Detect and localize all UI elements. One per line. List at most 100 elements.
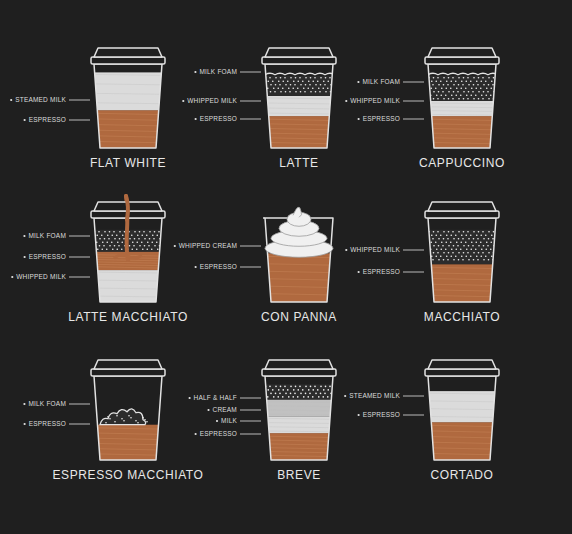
foam-layer — [422, 76, 502, 101]
chalk-hatch — [263, 133, 335, 135]
foam-dot — [315, 84, 317, 86]
chalk-hatch — [263, 294, 335, 296]
foam-dot — [435, 241, 437, 243]
foam-dot — [295, 91, 297, 93]
foam-dot — [119, 231, 121, 233]
layer-label: MILK FOAM — [28, 400, 66, 408]
chalk-hatch — [426, 278, 498, 280]
chalk-hatch — [426, 425, 498, 427]
foam-dot — [482, 252, 484, 254]
foam-dot — [147, 241, 149, 243]
foam-dot — [285, 84, 287, 86]
foam-dot — [325, 91, 327, 93]
foam-dot — [453, 84, 455, 86]
cup-contents — [259, 384, 339, 460]
foam-dot — [458, 252, 460, 254]
foam-dot — [465, 255, 467, 257]
chalk-hatch — [426, 142, 498, 144]
drink-name: LATTE — [215, 156, 383, 170]
chalk-hatch — [263, 103, 335, 104]
foam-dot — [154, 245, 156, 247]
foam-dot — [322, 396, 324, 398]
foam-dot — [470, 248, 472, 250]
lid-top — [428, 360, 496, 369]
foam-dot — [455, 248, 457, 250]
foam-dot — [156, 241, 158, 243]
foam-dot — [468, 259, 470, 261]
foam-dot — [134, 231, 136, 233]
foam-dot — [451, 94, 453, 96]
foam-dot — [446, 234, 448, 236]
foam-dot — [300, 91, 302, 93]
foam-dot — [468, 91, 470, 93]
chalk-hatch — [426, 416, 498, 417]
foam-layer — [259, 76, 339, 96]
chalk-hatch — [92, 438, 164, 440]
chalk-hatch — [92, 113, 164, 115]
foam-dot — [109, 418, 111, 420]
chalk-hatch — [263, 286, 335, 288]
foam-dot — [117, 241, 119, 243]
layer-label: ESPRESSO — [200, 115, 237, 123]
foam-dot — [292, 87, 294, 89]
foam-dot — [297, 389, 299, 391]
leader-line — [240, 119, 261, 120]
foam-dot — [325, 386, 327, 388]
foam-dot — [325, 77, 327, 79]
label-bullet — [207, 409, 209, 411]
lid-top — [428, 202, 496, 211]
foam-dot — [144, 238, 146, 240]
foam-dot — [106, 241, 108, 243]
foam-dot — [446, 80, 448, 82]
foam-dot — [157, 248, 159, 250]
foam-dot — [458, 259, 460, 261]
chalk-hatch — [426, 133, 498, 135]
chalk-hatch — [92, 272, 164, 273]
foam-dot — [450, 241, 452, 243]
foam-dot — [308, 389, 310, 391]
cup-outline — [94, 64, 162, 148]
foam-dot — [465, 87, 467, 89]
foam-dot — [443, 259, 445, 261]
foam-dot — [483, 259, 485, 261]
foam-dot — [480, 255, 482, 257]
cup-outline — [94, 376, 162, 460]
lid-rim — [425, 57, 499, 64]
layer-label: WHIPPED MILK — [187, 97, 237, 105]
leader-line — [403, 82, 424, 83]
foam-dot — [99, 238, 101, 240]
label-bullet — [23, 403, 25, 405]
label-bullet — [358, 118, 360, 120]
foam-dot — [436, 94, 438, 96]
foam-dot — [136, 248, 138, 250]
foam-dot — [111, 241, 113, 243]
label-bullet — [24, 256, 26, 258]
cup-outline — [265, 218, 333, 302]
foam-dot — [440, 80, 442, 82]
chalk-hatch — [92, 428, 164, 430]
foam-dot — [495, 255, 497, 257]
foam-dot — [495, 87, 497, 89]
foam-dot — [141, 241, 143, 243]
foam-dot — [111, 234, 113, 236]
espresso-splash — [114, 255, 142, 259]
foam-dot — [473, 252, 475, 254]
foam-dot — [432, 259, 434, 261]
milk-layer — [422, 101, 502, 116]
coffee-cup-node: ESPRESSO MACCHIATO — [44, 360, 212, 484]
chalk-hatch — [426, 290, 498, 292]
foam-dot — [463, 91, 465, 93]
foam-dot — [488, 98, 490, 100]
foam-dot — [450, 87, 452, 89]
foam-dot — [318, 396, 320, 398]
foam-dot — [132, 241, 134, 243]
layer-label: ESPRESSO — [29, 116, 66, 124]
foam-dot — [458, 98, 460, 100]
foam-dot — [460, 87, 462, 89]
chalk-hatch — [426, 267, 498, 269]
foam-dot — [121, 418, 123, 420]
cup-rim — [263, 217, 265, 219]
lid-rim — [262, 369, 336, 376]
foam-dot — [456, 87, 458, 89]
foam-dot — [161, 248, 163, 250]
